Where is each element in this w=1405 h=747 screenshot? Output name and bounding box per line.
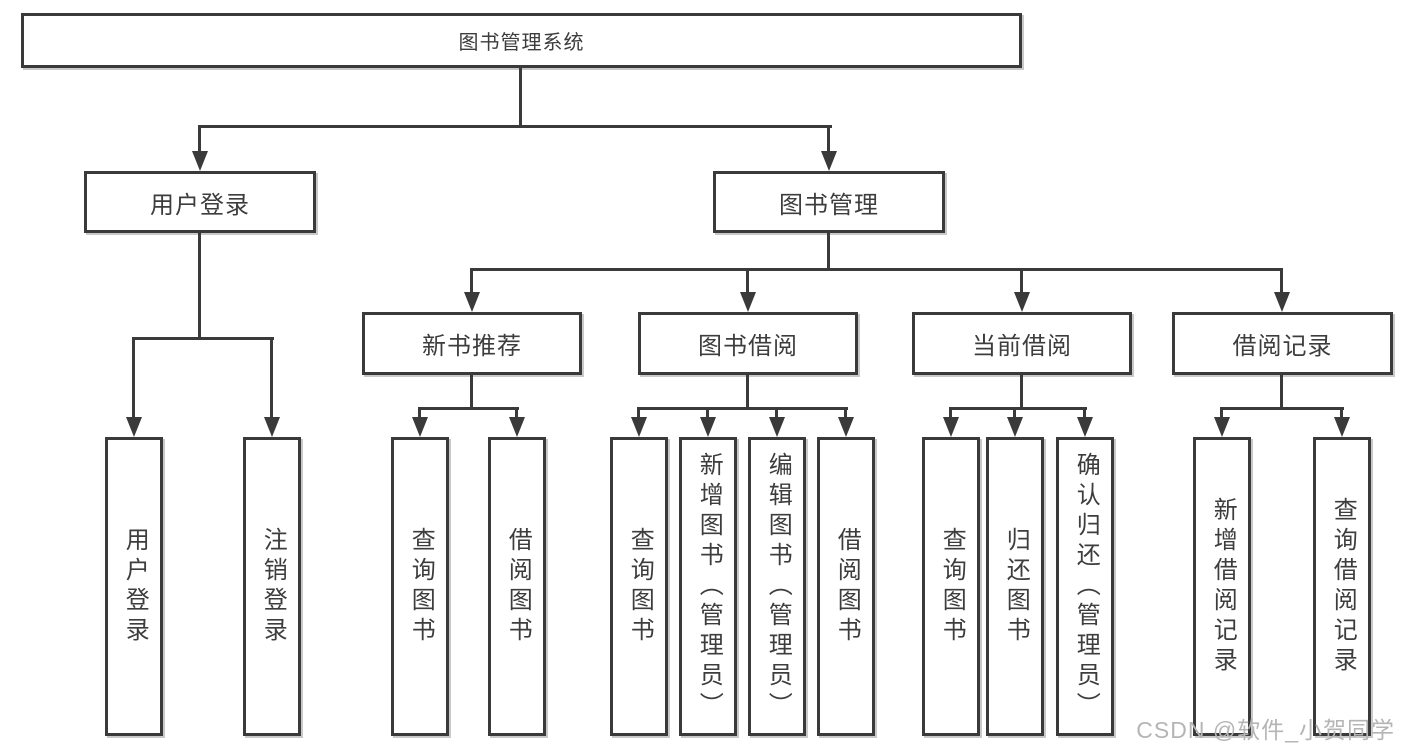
arrowhead-down-icon bbox=[509, 417, 525, 437]
arrowhead-down-icon bbox=[1007, 417, 1023, 437]
arrowhead-down-icon bbox=[943, 417, 959, 437]
leaf-edit-book-admin: 编辑图书（管理员） bbox=[748, 437, 806, 736]
connector-line bbox=[515, 407, 518, 419]
leaf-query-borrow-record: 查询借阅记录 bbox=[1313, 437, 1371, 736]
connector-records-stem bbox=[1280, 375, 1283, 407]
arrowhead-down-icon bbox=[631, 417, 647, 437]
connector-records-hline bbox=[1220, 407, 1344, 410]
connector-line bbox=[1083, 407, 1086, 419]
connector-borrow-hline bbox=[637, 407, 848, 410]
connector-line bbox=[637, 407, 640, 419]
node-current-borrow: 当前借阅 bbox=[912, 312, 1132, 375]
arrowhead-down-icon bbox=[1214, 417, 1230, 437]
connector-borrow-stem bbox=[746, 375, 749, 407]
connector-line bbox=[132, 337, 135, 419]
connector-line bbox=[470, 268, 473, 294]
leaf-logout: 注销登录 bbox=[243, 437, 301, 736]
connector-line bbox=[706, 407, 709, 419]
node-book-management: 图书管理 bbox=[713, 171, 945, 233]
node-library-system: 图书管理系统 bbox=[21, 13, 1022, 68]
arrowhead-down-icon bbox=[769, 417, 785, 437]
arrowhead-down-icon bbox=[740, 292, 756, 312]
arrowhead-down-icon bbox=[464, 292, 480, 312]
node-user-login: 用户登录 bbox=[84, 171, 316, 233]
node-borrow-records: 借阅记录 bbox=[1172, 312, 1393, 375]
connector-line bbox=[418, 407, 421, 419]
connector-line bbox=[1340, 407, 1343, 419]
connector-line bbox=[198, 125, 201, 155]
connector-line bbox=[1020, 268, 1023, 294]
arrowhead-down-icon bbox=[821, 151, 837, 171]
arrowhead-down-icon bbox=[192, 151, 208, 171]
leaf-user-login: 用户登录 bbox=[105, 437, 163, 736]
connector-line bbox=[1220, 407, 1223, 419]
arrowhead-down-icon bbox=[1077, 417, 1093, 437]
connector-user-login-stem bbox=[198, 233, 201, 337]
leaf-add-book-admin: 新增图书（管理员） bbox=[679, 437, 737, 736]
arrowhead-down-icon bbox=[838, 417, 854, 437]
connector-current-stem bbox=[1020, 375, 1023, 407]
arrowhead-down-icon bbox=[126, 417, 142, 437]
arrowhead-down-icon bbox=[264, 417, 280, 437]
leaf-query-books-recommend: 查询图书 bbox=[391, 437, 449, 736]
leaf-confirm-return-admin: 确认归还（管理员） bbox=[1056, 437, 1114, 736]
connector-user-login-hline bbox=[132, 337, 274, 340]
connector-line bbox=[1013, 407, 1016, 419]
connector-line bbox=[1280, 268, 1283, 294]
connector-line bbox=[827, 125, 830, 155]
connector-root-hline bbox=[198, 125, 832, 128]
leaf-return-book: 归还图书 bbox=[986, 437, 1044, 736]
leaf-borrow-books-recommend: 借阅图书 bbox=[488, 437, 546, 736]
arrowhead-down-icon bbox=[700, 417, 716, 437]
leaf-query-books-current: 查询图书 bbox=[922, 437, 980, 736]
connector-line bbox=[270, 337, 273, 419]
connector-book-mgmt-hline bbox=[470, 268, 1283, 271]
leaf-query-books-borrow: 查询图书 bbox=[610, 437, 668, 736]
connector-recommend-stem bbox=[470, 375, 473, 407]
arrowhead-down-icon bbox=[412, 417, 428, 437]
connector-line bbox=[949, 407, 952, 419]
leaf-add-borrow-record: 新增借阅记录 bbox=[1193, 437, 1251, 736]
leaf-borrow-books: 借阅图书 bbox=[817, 437, 875, 736]
csdn-watermark: CSDN @软件_小贺同学 bbox=[1136, 717, 1395, 743]
arrowhead-down-icon bbox=[1334, 417, 1350, 437]
node-new-book-recommend: 新书推荐 bbox=[362, 312, 582, 375]
connector-line bbox=[844, 407, 847, 419]
connector-current-hline bbox=[949, 407, 1087, 410]
connector-line bbox=[775, 407, 778, 419]
arrowhead-down-icon bbox=[1014, 292, 1030, 312]
arrowhead-down-icon bbox=[1274, 292, 1290, 312]
connector-root-stem bbox=[519, 68, 522, 125]
node-book-borrow: 图书借阅 bbox=[638, 312, 858, 375]
connector-book-mgmt-stem bbox=[827, 233, 830, 268]
connector-line bbox=[746, 268, 749, 294]
connector-recommend-hline bbox=[418, 407, 519, 410]
